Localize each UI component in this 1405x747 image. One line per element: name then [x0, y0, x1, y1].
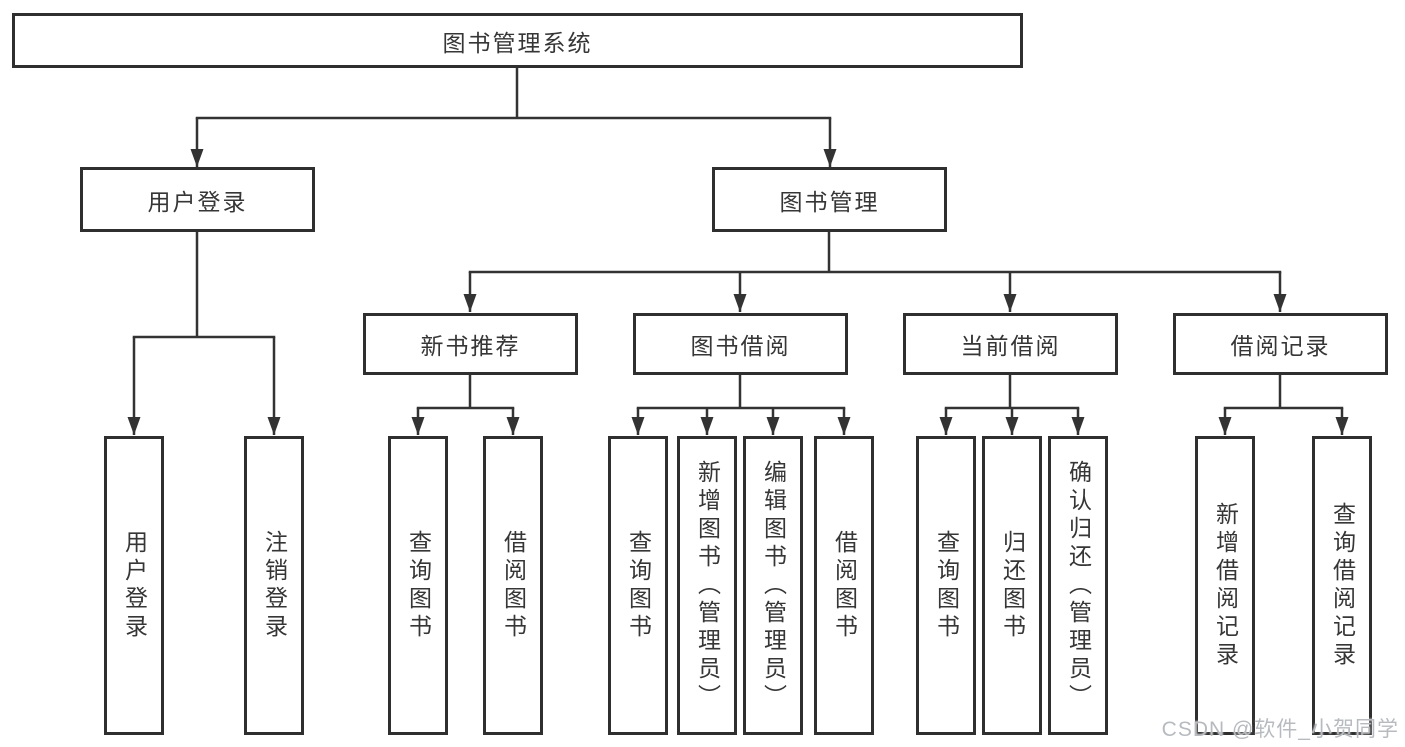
leaf-records-query-record: 查询借阅记录: [1312, 436, 1372, 735]
node-borrow-records: 借阅记录: [1173, 313, 1388, 375]
node-library-system: 图书管理系统: [12, 13, 1023, 68]
node-new-book-recommend: 新书推荐: [363, 313, 578, 375]
leaf-current-return-books: 归还图书: [982, 436, 1042, 735]
node-current-borrow: 当前借阅: [903, 313, 1118, 375]
node-user-login: 用户登录: [80, 167, 315, 232]
leaf-borrow-add-books-admin: 新增图书（管理员）: [677, 436, 737, 735]
node-book-management: 图书管理: [712, 167, 947, 232]
leaf-borrow-borrow-books: 借阅图书: [814, 436, 874, 735]
node-book-borrow: 图书借阅: [633, 313, 848, 375]
leaf-records-add-record: 新增借阅记录: [1195, 436, 1255, 735]
leaf-borrow-query-books: 查询图书: [608, 436, 668, 735]
leaf-current-query-books: 查询图书: [916, 436, 976, 735]
leaf-newrec-borrow-books: 借阅图书: [483, 436, 543, 735]
csdn-watermark: CSDN @软件_小贺同学: [1161, 718, 1399, 741]
leaf-current-confirm-return-admin: 确认归还（管理员）: [1048, 436, 1108, 735]
connector-arrows: [127, 118, 1349, 435]
leaf-user-login: 用户登录: [104, 436, 164, 735]
leaf-newrec-query-books: 查询图书: [388, 436, 448, 735]
leaf-borrow-edit-books-admin: 编辑图书（管理员）: [743, 436, 803, 735]
leaf-logout: 注销登录: [244, 436, 304, 735]
